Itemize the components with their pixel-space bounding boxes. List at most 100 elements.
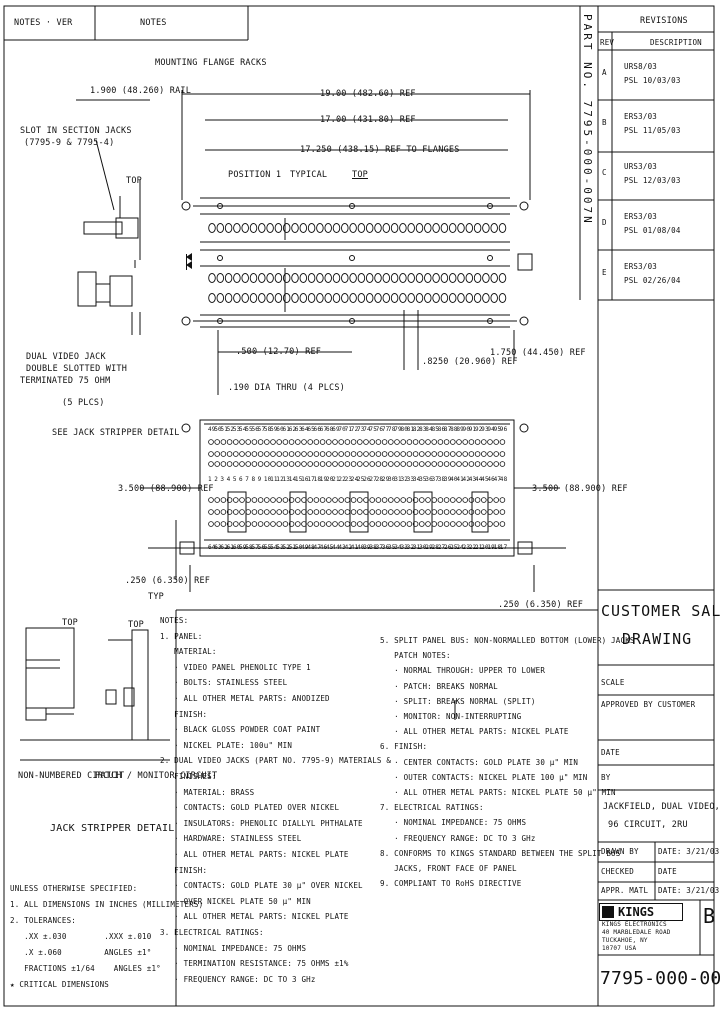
circuit-number-bottom: 49	[301, 544, 309, 551]
jack-circle	[282, 223, 291, 233]
position-label: POSITION 1	[228, 170, 282, 180]
by-label: BY	[601, 773, 611, 782]
dual-video-label-4: (5 PLCS)	[62, 398, 105, 408]
front-jack-circle	[437, 461, 444, 467]
jack-circle	[407, 293, 415, 303]
front-jack-circle	[449, 497, 456, 503]
front-jack-circle	[263, 461, 270, 467]
circuit-number-top: 68	[325, 426, 334, 433]
rack-rail-dim: 1.900 (48.260) RAIL	[90, 86, 192, 96]
front-jack-circle	[493, 461, 500, 467]
front-jack-circle	[319, 439, 326, 445]
circuit-number-bottom: 20	[481, 544, 489, 551]
note-line: 5. SPLIT PANEL BUS: NON-NORMALLED BOTTOM…	[380, 636, 635, 645]
front-jack-circle	[226, 461, 233, 467]
company-name: KINGS	[618, 905, 655, 919]
front-jack-circle	[214, 497, 221, 503]
front-jack-circle	[437, 497, 444, 503]
front-jack-circle	[325, 439, 332, 445]
front-jack-circle	[474, 509, 481, 515]
circuit-number-mid: 25	[357, 476, 365, 483]
overall-width-dim: 19.00 (482.60) REF	[320, 89, 416, 99]
front-jack-circle	[431, 497, 438, 503]
revision-desc-line1: ERS3/03	[624, 212, 658, 221]
tolerance-line: UNLESS OTHERWISE SPECIFIED:	[10, 884, 138, 893]
front-jack-circle	[425, 461, 431, 467]
front-jack-circle	[400, 521, 407, 527]
front-jack-circle	[381, 451, 388, 457]
jack-circle	[399, 293, 407, 303]
approved-label: APPR. MATL	[601, 886, 649, 895]
top-label: TOP	[352, 170, 368, 180]
revision-letter: B	[602, 118, 607, 127]
circuit-number-bottom: 35	[388, 544, 396, 551]
revision-desc-line1: ERS3/03	[624, 112, 658, 121]
rev-col-header: REV	[600, 38, 615, 47]
circuit-number-bottom: 48	[307, 544, 315, 551]
jack-circle	[424, 223, 432, 233]
front-jack-circle	[418, 451, 425, 457]
circuit-number-mid: 29	[381, 476, 390, 483]
slot-jacks-pn: (7795-9 & 7795-4)	[24, 138, 115, 148]
front-jack-circle	[443, 461, 450, 467]
front-jack-circle	[400, 509, 407, 515]
circuit-number-mid: 41	[456, 476, 464, 483]
circuit-number-top: 84	[425, 426, 433, 433]
front-jack-circle	[307, 439, 314, 445]
jack-circle	[266, 223, 274, 233]
front-jack-circle	[239, 521, 245, 527]
circuit-number-bottom: 57	[251, 544, 260, 551]
front-jack-circle	[456, 451, 462, 457]
front-jack-circle	[313, 497, 320, 503]
front-jack-circle	[456, 509, 462, 515]
drawn-by-value: DATE: 3/21/03	[658, 847, 720, 856]
front-jack-circle	[239, 509, 245, 515]
circuit-number-mid: 36	[425, 476, 433, 483]
front-jack-circle	[381, 521, 388, 527]
flange-ref-dim: 1.750 (44.450) REF	[490, 348, 586, 358]
circuit-number-top: 61	[282, 426, 291, 433]
company-logo: KINGS	[599, 903, 683, 921]
jack-circle	[465, 273, 474, 283]
company-address-4: 10707 USA	[602, 945, 637, 952]
front-jack-circle	[431, 509, 438, 515]
circuit-number-mid: 11	[270, 476, 278, 483]
front-jack-circle	[288, 439, 295, 445]
circuit-number-mid: 8	[251, 476, 256, 483]
note-line: · OUTER CONTACTS: NICKEL PLATE 100 µ" MI…	[380, 772, 588, 782]
revisions-title: REVISIONS	[640, 16, 688, 26]
circuit-number-top: 95	[493, 426, 502, 433]
jack-circle	[498, 293, 507, 303]
front-jack-circle	[437, 509, 444, 515]
jack-circle	[457, 273, 465, 283]
jack-span-dim: 17.250 (438.15) REF TO FLANGES	[300, 145, 460, 155]
front-jack-circle	[233, 439, 239, 445]
circuit-number-top: 83	[419, 426, 427, 433]
front-jack-circle	[400, 461, 407, 467]
front-jack-circle	[406, 509, 413, 515]
detail-patch-circuit: PATCH / MONITOR CIRCUIT	[95, 771, 218, 781]
front-jack-circle	[449, 509, 456, 515]
front-jack-circle	[208, 461, 214, 467]
front-jack-circle	[381, 461, 388, 467]
jack-circle	[274, 273, 283, 283]
jack-circle	[249, 293, 258, 303]
jack-circle	[307, 223, 316, 233]
front-jack-circle	[400, 497, 407, 503]
front-jack-circle	[251, 439, 258, 445]
front-jack-circle	[288, 461, 295, 467]
note-line: 9. COMPLIANT TO RoHS DIRECTIVE	[380, 879, 522, 889]
jack-circle	[432, 223, 440, 233]
front-jack-circle	[487, 439, 493, 445]
slot-jacks-label: SLOT IN SECTION JACKS	[20, 126, 132, 136]
circuit-number-top: 72	[350, 426, 359, 433]
front-jack-circle	[245, 509, 252, 515]
front-jack-circle	[493, 439, 500, 445]
front-jack-circle	[456, 521, 462, 527]
front-jack-circle	[344, 521, 351, 527]
front-jack-circle	[288, 451, 295, 457]
jack-circle	[440, 293, 449, 303]
front-jack-circle	[394, 521, 400, 527]
circuit-number-top: 92	[474, 426, 483, 433]
customer-approval-label: APPROVED BY CUSTOMER	[601, 700, 696, 709]
